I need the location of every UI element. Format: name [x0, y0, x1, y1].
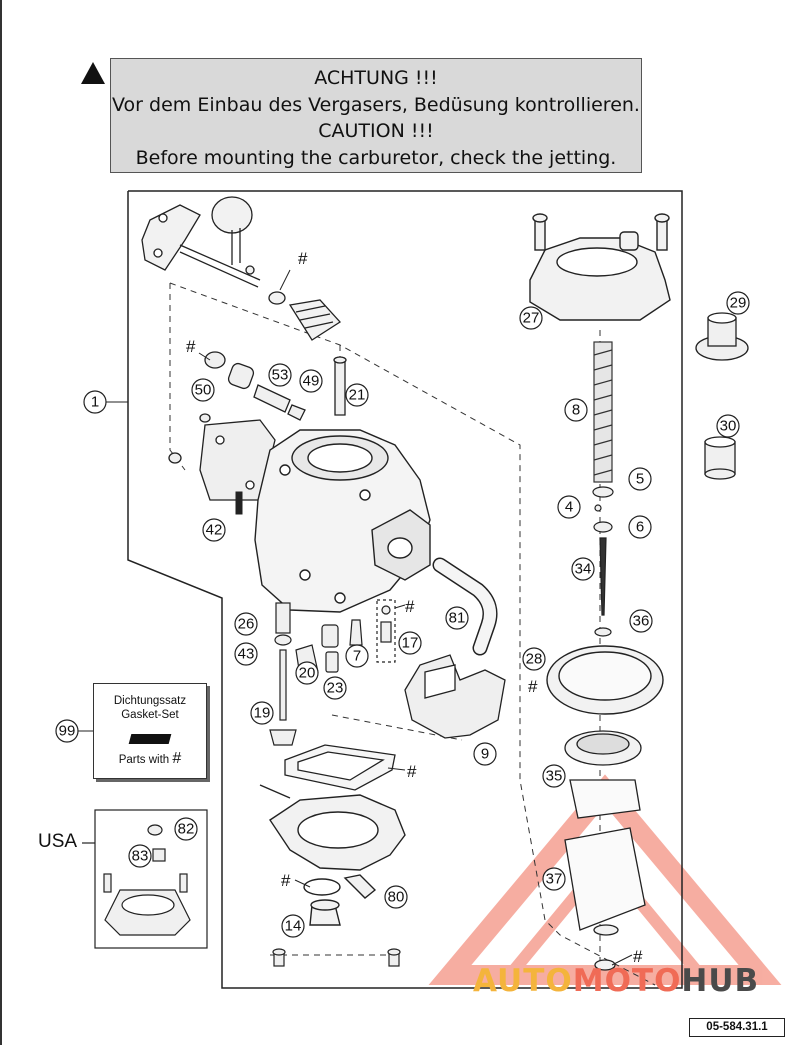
- gasket-set-label-en: Gasket-Set: [121, 709, 179, 721]
- callout-labels: 1 4 5 6 7 8 9 14 17 19 20 21 23 26 27 28…: [59, 295, 747, 935]
- callout-9: 9: [481, 746, 489, 763]
- top-cover-27: [529, 213, 671, 321]
- usa-inset: [82, 809, 208, 949]
- ktm-logo-icon: [128, 734, 172, 744]
- document-number: 05-584.31.1: [689, 1018, 785, 1037]
- callout-43: 43: [238, 646, 255, 663]
- leader-lines: [78, 269, 633, 966]
- gasket-set-box: Dichtungssatz Gasket-Set Parts with #: [93, 683, 207, 779]
- hash-marker: #: [633, 947, 643, 966]
- warning-title-de: ACHTUNG !!!: [314, 67, 438, 89]
- callout-26: 26: [238, 616, 255, 633]
- callout-4: 4: [565, 499, 573, 516]
- callout-37: 37: [546, 871, 563, 888]
- callout-29: 29: [730, 295, 747, 312]
- spring-8: [593, 341, 613, 483]
- callout-36: 36: [633, 613, 650, 630]
- warning-text-en: Before mounting the carburetor, check th…: [135, 146, 617, 169]
- bottom-screws: [272, 948, 401, 967]
- callout-82: 82: [178, 821, 195, 838]
- assembly-frame: [127, 190, 683, 989]
- float-bowl-gasket: [284, 744, 396, 791]
- warning-triangle-icon: [81, 62, 105, 84]
- cap-29: [695, 312, 749, 361]
- hash-marker: #: [407, 762, 417, 781]
- callout-80: 80: [388, 889, 405, 906]
- callout-30: 30: [720, 418, 737, 435]
- bushing-30: [704, 436, 736, 480]
- float-9: [404, 654, 506, 739]
- callout-99: 99: [59, 723, 76, 740]
- hash-marker: #: [405, 597, 415, 616]
- callout-17: 17: [402, 635, 419, 652]
- callout-53: 53: [272, 367, 289, 384]
- hash-markers: # # # # # # #: [186, 249, 643, 966]
- adjuster-parts: [204, 351, 347, 421]
- float-bowl: [259, 784, 406, 926]
- warning-title-en: CAUTION !!!: [318, 120, 434, 142]
- gasket-set-label-de: Dichtungssatz: [113, 695, 187, 707]
- callout-20: 20: [299, 665, 316, 682]
- diaphragm-28: [546, 645, 664, 715]
- throttle-shaft-assembly: [141, 196, 341, 341]
- callout-83: 83: [132, 848, 149, 865]
- callout-42: 42: [206, 522, 223, 539]
- hash-marker: #: [298, 249, 308, 268]
- needle-parts: [592, 486, 614, 637]
- gasket-plate: [168, 413, 276, 501]
- hash-marker: #: [528, 677, 538, 696]
- hash-marker: #: [281, 871, 291, 890]
- page-border-left: [0, 0, 2, 1045]
- callout-23: 23: [327, 680, 344, 697]
- callout-1: 1: [91, 394, 99, 411]
- callout-5: 5: [636, 471, 644, 488]
- callout-7: 7: [353, 648, 361, 665]
- callout-35: 35: [546, 768, 563, 785]
- carburetor-body: [254, 429, 431, 613]
- callout-28: 28: [526, 651, 543, 668]
- callout-34: 34: [575, 561, 592, 578]
- warning-box: ACHTUNG !!! Vor dem Einbau des Vergasers…: [110, 58, 642, 173]
- warning-text-de: Vor dem Einbau des Vergasers, Bedüsung k…: [112, 93, 640, 116]
- usa-label: USA: [38, 831, 78, 852]
- callout-8: 8: [572, 402, 580, 419]
- watermark-text: AUTOMOTOHUB: [473, 963, 760, 999]
- callout-21: 21: [349, 387, 366, 404]
- hash-marker: #: [186, 337, 196, 356]
- parts-with-label: Parts with #: [118, 750, 182, 767]
- callout-81: 81: [449, 610, 466, 627]
- callout-50: 50: [195, 382, 212, 399]
- callout-19: 19: [254, 705, 271, 722]
- slide-assembly: [564, 730, 646, 971]
- callout-markers: [55, 291, 750, 938]
- callout-27: 27: [523, 310, 540, 327]
- callout-49: 49: [303, 373, 320, 390]
- pin-42: [235, 491, 243, 515]
- callout-14: 14: [285, 918, 302, 935]
- callout-6: 6: [636, 519, 644, 536]
